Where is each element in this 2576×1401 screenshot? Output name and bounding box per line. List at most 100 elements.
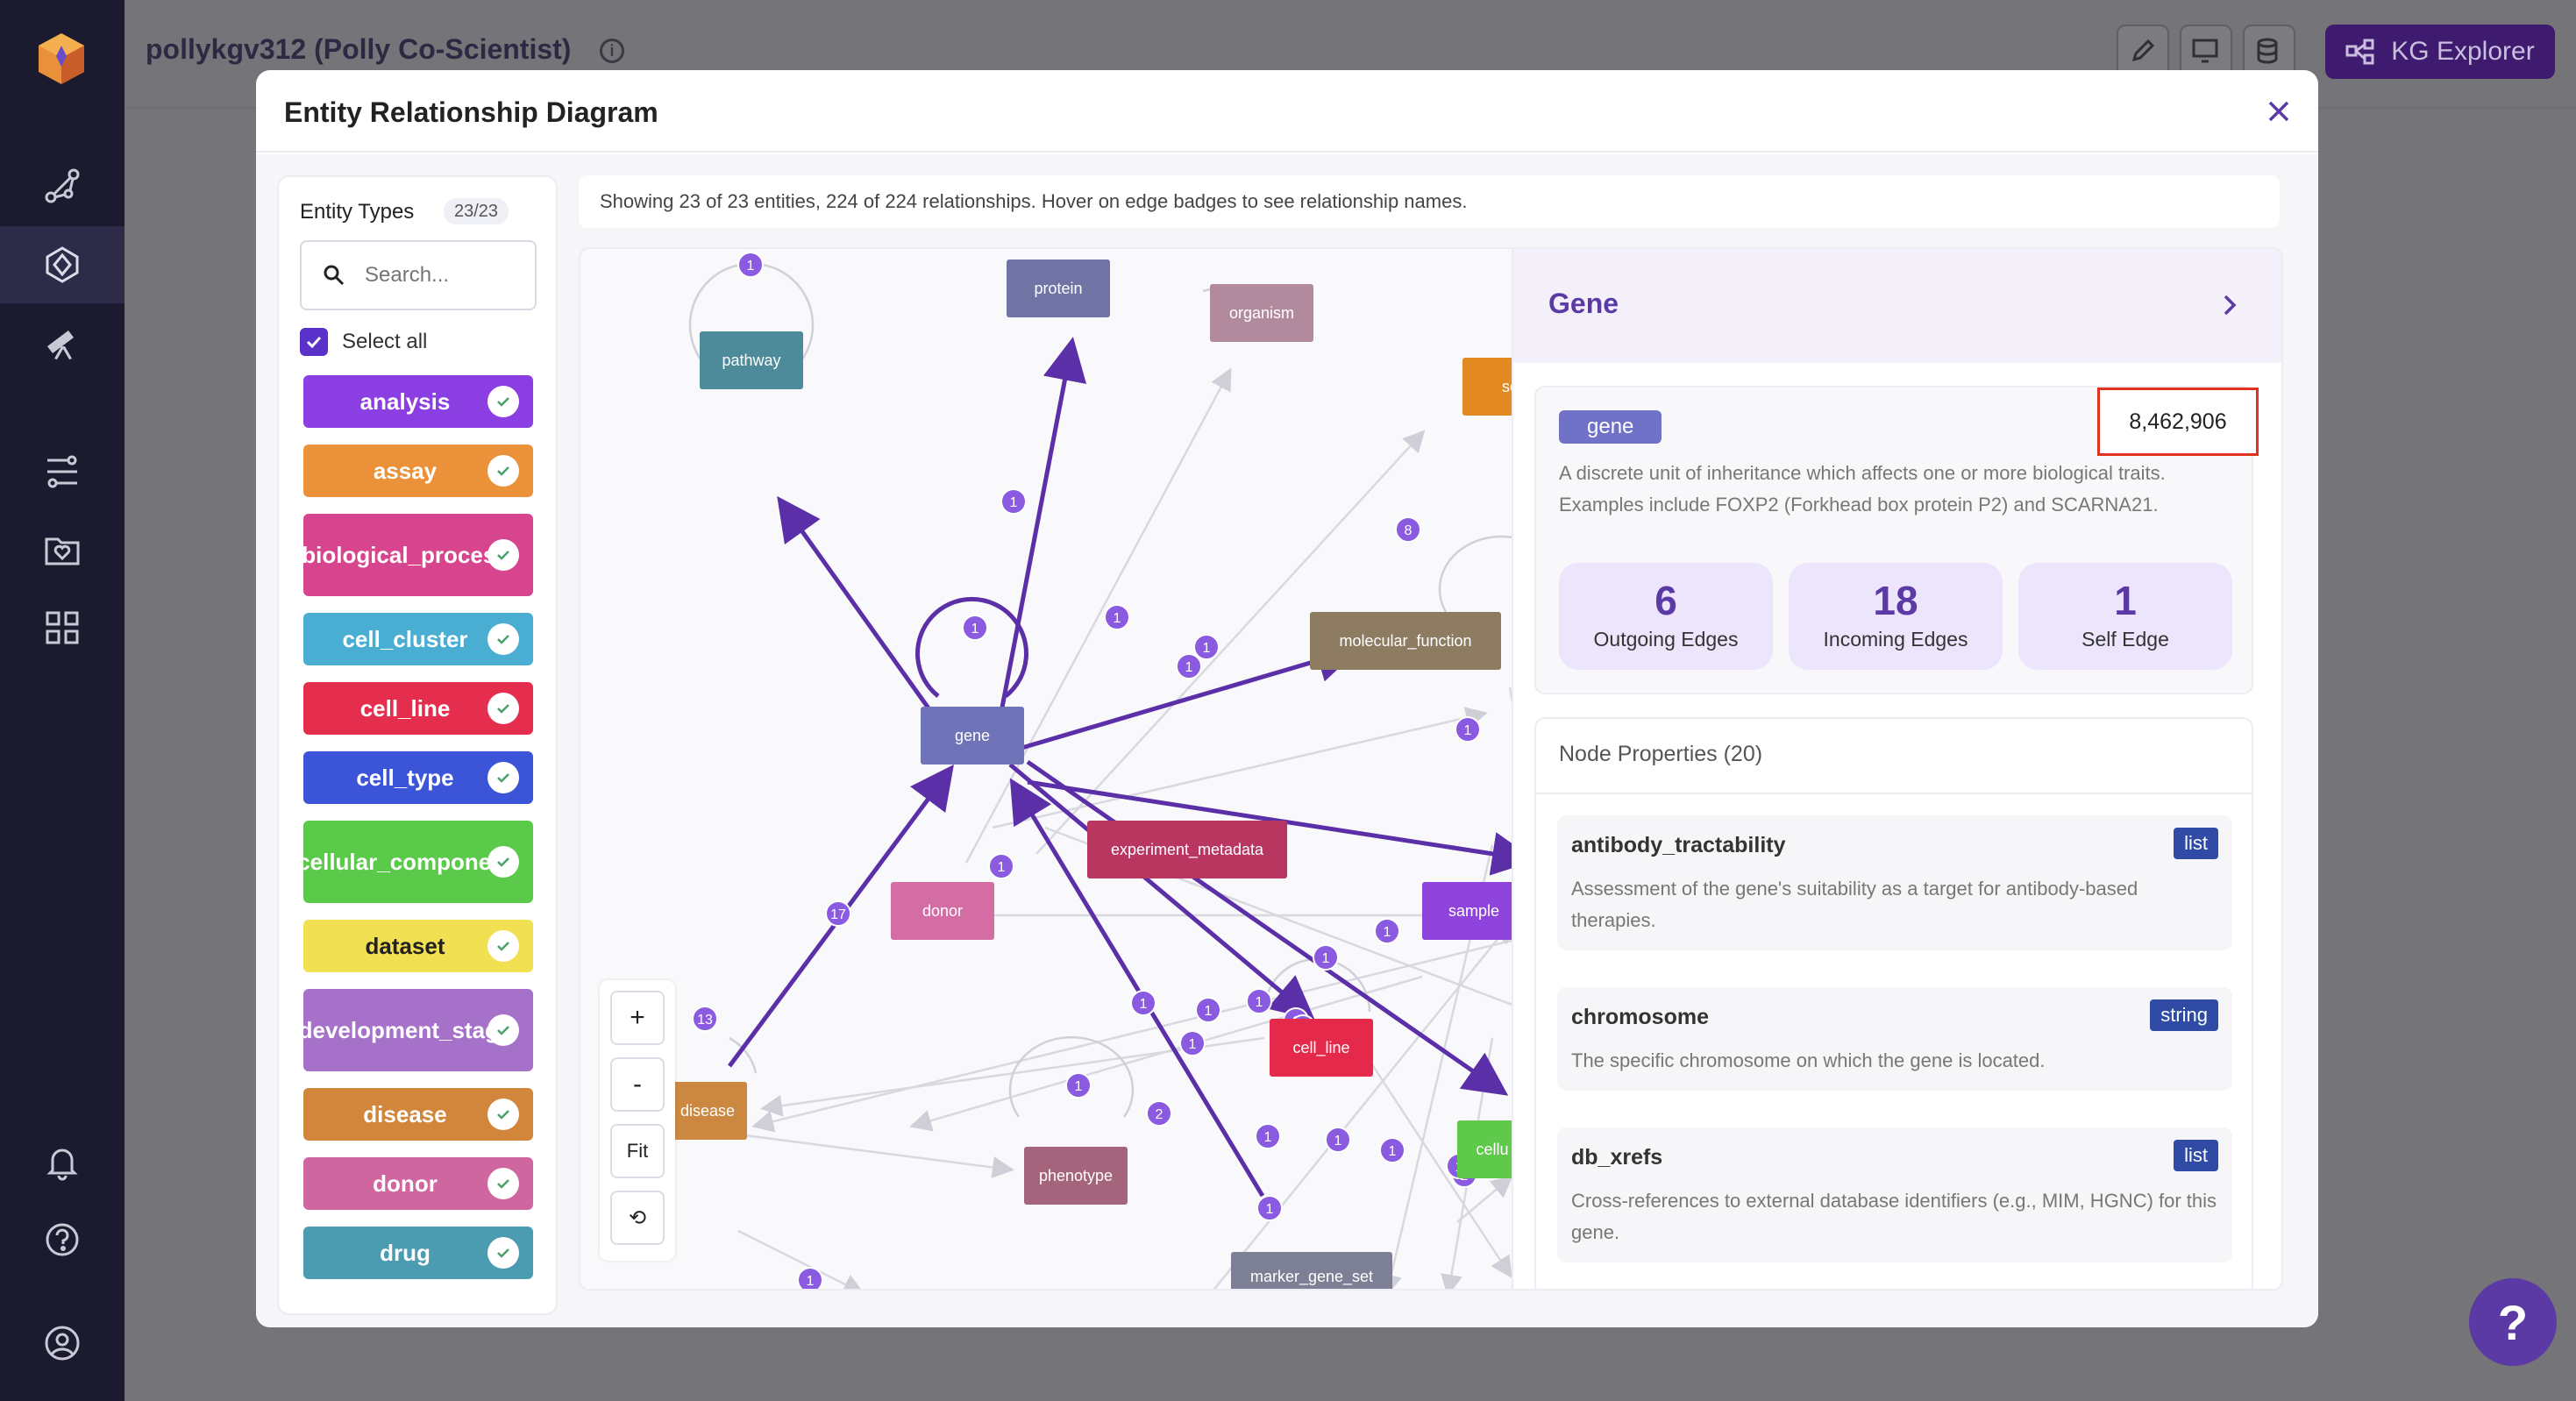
edge-badge[interactable]: 1: [737, 252, 764, 278]
edge-badge[interactable]: 1: [1179, 1030, 1206, 1056]
select-all-row[interactable]: Select all: [300, 328, 427, 356]
edge-badge-label: 8: [1405, 523, 1413, 538]
edge-badge[interactable]: 1: [1255, 1123, 1281, 1149]
edge-badge[interactable]: 1: [1379, 1137, 1405, 1163]
edge-badge-label: 2: [1156, 1107, 1163, 1122]
zoom-out-button[interactable]: -: [610, 1057, 665, 1112]
entity-description: A discrete unit of inheritance which aff…: [1559, 462, 2166, 516]
check-circle-icon[interactable]: [487, 930, 519, 962]
sidebar-grid-icon[interactable]: [0, 589, 125, 666]
check-circle-icon[interactable]: [487, 539, 519, 571]
property-type-badge: string: [2150, 999, 2218, 1031]
node-disease[interactable]: disease: [668, 1082, 747, 1140]
help-button[interactable]: ?: [2469, 1278, 2557, 1366]
sidebar-kg-icon[interactable]: [0, 226, 125, 303]
screen-icon[interactable]: [2180, 25, 2232, 77]
chevron-right-icon[interactable]: [2218, 289, 2241, 321]
check-circle-icon[interactable]: [487, 1014, 519, 1046]
graph-canvas[interactable]: 1111181111111713111121121111111 pathwayp…: [579, 247, 2283, 1291]
edge-badge[interactable]: 1: [1246, 988, 1272, 1014]
entity-type-dataset[interactable]: dataset: [303, 920, 533, 972]
entity-type-cell-cluster[interactable]: cell_cluster: [303, 613, 533, 665]
node-pathway[interactable]: pathway: [700, 331, 803, 389]
node-marker-gene-set[interactable]: marker_gene_set: [1231, 1252, 1392, 1289]
check-circle-icon[interactable]: [487, 693, 519, 724]
edge-badge-circle: [988, 853, 1014, 879]
entity-type-cell-type[interactable]: cell_type: [303, 751, 533, 804]
edge-badge[interactable]: 1: [1176, 653, 1202, 679]
sidebar-bell-icon[interactable]: [0, 1124, 125, 1201]
edge-badge[interactable]: 1: [1195, 997, 1221, 1023]
database-icon[interactable]: [2243, 25, 2295, 77]
entity-type-assay[interactable]: assay: [303, 444, 533, 497]
edge-badge[interactable]: 1: [1000, 488, 1027, 515]
detail-header: Gene: [1513, 249, 2281, 363]
select-all-checkbox[interactable]: [300, 328, 328, 356]
node-cell-line[interactable]: cell_line: [1270, 1019, 1373, 1077]
node-phenotype[interactable]: phenotype: [1024, 1147, 1128, 1205]
entity-search-box[interactable]: [300, 240, 537, 310]
entity-type-label: donor: [373, 1170, 438, 1197]
fit-button[interactable]: Fit: [610, 1124, 665, 1178]
check-circle-icon[interactable]: [487, 386, 519, 417]
edge-badge[interactable]: 1: [1313, 944, 1339, 971]
entity-type-drug[interactable]: drug: [303, 1227, 533, 1279]
entity-type-label: dataset: [365, 933, 445, 959]
check-circle-icon[interactable]: [487, 1099, 519, 1130]
kg-explorer-button[interactable]: KG Explorer: [2325, 25, 2555, 79]
edge-badge[interactable]: 1: [962, 615, 988, 641]
zoom-in-button[interactable]: +: [610, 991, 665, 1045]
edge-badge-circle: [1374, 918, 1400, 944]
edit-icon[interactable]: [2117, 25, 2169, 77]
edge-badge[interactable]: 1: [1104, 604, 1130, 630]
info-icon[interactable]: i: [600, 39, 624, 63]
node-sample[interactable]: sample: [1422, 882, 1526, 940]
property-type-badge: list: [2174, 828, 2218, 859]
edge-badge-circle: [692, 1006, 718, 1032]
node-donor[interactable]: donor: [891, 882, 994, 940]
node-experiment-metadata[interactable]: experiment_metadata: [1087, 821, 1287, 878]
check-circle-icon[interactable]: [487, 455, 519, 487]
reset-view-button[interactable]: ⟲: [610, 1191, 665, 1245]
check-circle-icon[interactable]: [487, 1237, 519, 1269]
sidebar-help-icon[interactable]: [0, 1201, 125, 1278]
edge-badge[interactable]: 2: [1146, 1100, 1172, 1127]
kg-network-icon: [2345, 39, 2374, 65]
node-molecular-function[interactable]: molecular_function: [1310, 612, 1501, 670]
check-circle-icon[interactable]: [487, 762, 519, 793]
entity-search-input[interactable]: [365, 263, 523, 288]
sidebar-pipeline-icon[interactable]: [0, 433, 125, 510]
sidebar-graph-icon[interactable]: [0, 147, 125, 224]
edge-badge[interactable]: 17: [825, 900, 851, 927]
node-gene[interactable]: gene: [921, 707, 1024, 765]
node-protein[interactable]: protein: [1007, 260, 1110, 317]
stat-value: 18: [1873, 578, 1918, 623]
edge-badge[interactable]: 8: [1395, 516, 1421, 543]
edge-badge[interactable]: 1: [1193, 634, 1220, 660]
close-icon[interactable]: [2262, 95, 2295, 128]
edge-badge[interactable]: 1: [1256, 1195, 1283, 1221]
sidebar-user-icon[interactable]: [0, 1305, 125, 1382]
sidebar-folder-heart-icon[interactable]: [0, 512, 125, 589]
entity-type-biological-process[interactable]: biological_process: [302, 514, 533, 596]
entity-type-analysis[interactable]: analysis: [303, 375, 533, 428]
check-circle-icon[interactable]: [487, 623, 519, 655]
entity-type-disease[interactable]: disease: [303, 1088, 533, 1141]
entity-type-development-stage[interactable]: development_stage: [299, 989, 533, 1071]
entity-type-cell-line[interactable]: cell_line: [303, 682, 533, 735]
edge-badge[interactable]: 1: [1325, 1127, 1351, 1153]
polly-logo-icon[interactable]: [37, 32, 86, 86]
edge-badge[interactable]: 1: [797, 1267, 823, 1291]
check-circle-icon[interactable]: [487, 1168, 519, 1199]
check-circle-icon[interactable]: [487, 846, 519, 878]
edge-badge[interactable]: 1: [1065, 1072, 1092, 1099]
edge-badge[interactable]: 13: [692, 1006, 718, 1032]
edge-badge[interactable]: 1: [988, 853, 1014, 879]
entity-type-donor[interactable]: donor: [303, 1157, 533, 1210]
sidebar-telescope-icon[interactable]: [0, 303, 125, 380]
entity-type-cellular-component[interactable]: cellular_component: [297, 821, 533, 903]
edge-badge[interactable]: 1: [1130, 990, 1156, 1016]
node-organism[interactable]: organism: [1210, 284, 1313, 342]
edge-badge[interactable]: 1: [1374, 918, 1400, 944]
edge-badge[interactable]: 1: [1455, 716, 1481, 743]
